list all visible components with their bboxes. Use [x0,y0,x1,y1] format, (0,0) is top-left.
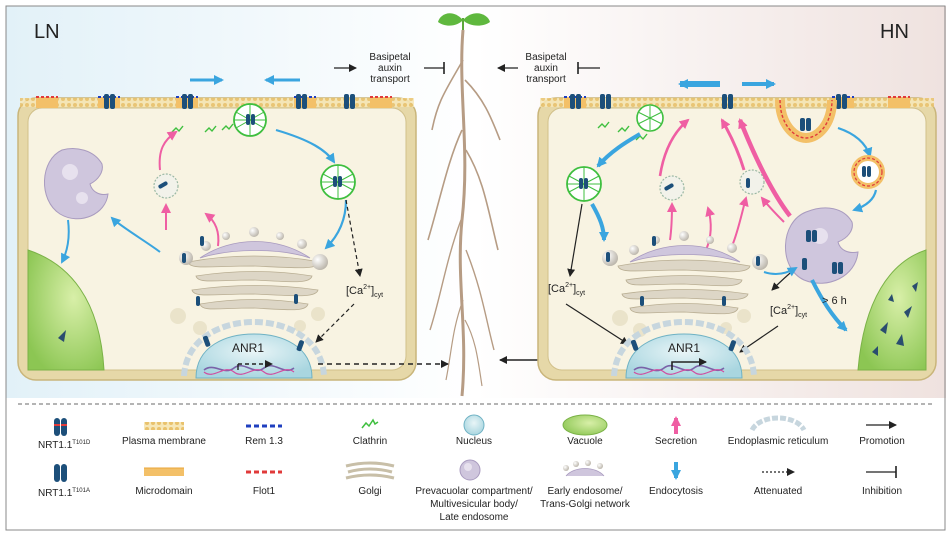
ca-cyt-label-hn-right: [Ca2+]cyt [770,304,807,319]
tgn-icon-hn [602,231,768,270]
legend-label-flot: Flot1 [253,486,276,497]
anr1-left: ANR1 [232,341,264,355]
legend-label-nucleus: Nucleus [456,436,492,447]
svg-text:[Ca2+]cyt: [Ca2+]cyt [770,304,807,319]
vacuole-icon-hn [857,249,927,371]
clathrin-vesicle-icon-hn [566,166,602,202]
microdomain-icon [144,467,184,476]
svg-text:transport: transport [526,74,566,85]
svg-text:[Ca2+]cyt: [Ca2+]cyt [548,282,585,297]
legend-label-golgi: Golgi [358,486,381,497]
svg-text:[Ca2+]cyt: [Ca2+]cyt [346,284,383,299]
vesicle-icon-hn-2 [739,169,765,195]
legend-label-attenuated: Attenuated [754,486,802,497]
nrt-a-icon [54,464,67,482]
vesicle-icon-hn-1 [659,175,685,201]
nucleus-legend-icon [463,414,485,436]
golgi-legend-icon [345,461,395,480]
clathrin-icon [361,418,379,429]
right-auxin-transport: Basipetal auxin transport [497,52,600,85]
tgn-icon [179,227,328,270]
svg-text:Basipetal: Basipetal [369,52,410,63]
golgi-icon-hn [617,259,751,315]
legend-label-inhibition: Inhibition [862,486,902,497]
ln-label: LN [34,21,60,43]
hn-cell: > 6 h [537,79,937,381]
nucleus-icon-hn [611,318,757,379]
plasma-membrane-icon [144,422,184,430]
legend-label-pvc-2: Multivesicular body/ [430,499,518,510]
nucleus-icon [181,318,327,379]
legend-label-secretion: Secretion [655,436,697,447]
pvc-legend-icon [459,459,481,481]
anr1-right: ANR1 [668,341,700,355]
legend-label-vacuole: Vacuole [567,436,603,447]
small-vesicles-icon [170,294,325,335]
svg-text:auxin: auxin [378,63,402,74]
clathrin-pit-icon-hn [636,104,664,132]
svg-text:Basipetal: Basipetal [525,52,566,63]
legend-label-ee-2: Trans-Golgi network [540,499,631,510]
pvc-icon [44,148,109,220]
flot-invagination-icon [775,99,837,144]
hn-label: HN [880,21,909,43]
legend-label-endocytosis: Endocytosis [649,486,703,497]
left-auxin-transport: Basipetal auxin transport [334,52,445,85]
golgi-icon [187,255,321,311]
endosome-icon [563,460,605,477]
svg-text:transport: transport [370,74,410,85]
leaf-right-icon [463,13,490,26]
legend-label-plasma-membrane: Plasma membrane [122,436,206,447]
figure-frame [5,5,946,531]
pvc-icon-hn [785,207,859,284]
legend-label-ee-1: Early endosome/ [547,486,622,497]
legend-label-rem: Rem 1.3 [245,436,283,447]
nrt-d-icon [54,418,67,436]
clathrin-vesicle-icon [320,164,356,200]
vacuole-icon [27,249,105,371]
legend-label-pvc-3: Late endosome [440,512,509,523]
legend-label-nrt-a: NRT1.1T101A [38,488,90,499]
legend-label-nrt-d: NRT1.1T101D [38,440,91,451]
legend-label-promotion: Promotion [859,436,905,447]
vesicle-icon [153,173,179,199]
vacuole-legend-icon [562,414,608,436]
ca-cyt-label-left: [Ca2+]cyt [346,284,383,299]
legend-label-pvc-1: Prevacuolar compartment/ [415,486,532,497]
er-icon [749,415,807,432]
legend-label-microdomain: Microdomain [135,486,192,497]
ln-cell: [Ca2+]cyt ANR1 [17,75,417,381]
clathrin-pit-icon [233,103,267,137]
ca-cyt-label-hn-left: [Ca2+]cyt [548,282,585,297]
leaf-left-icon [438,13,463,26]
legend-label-er: Endoplasmic reticulum [728,436,829,447]
six-hours-label: > 6 h [822,295,847,307]
flot-vesicle-icon [851,155,885,189]
seedling-root [427,13,501,397]
legend-label-clathrin: Clathrin [353,436,387,447]
svg-text:auxin: auxin [534,63,558,74]
legend: NRT1.1T101D Plasma membrane Rem 1.3 Clat… [38,414,905,523]
